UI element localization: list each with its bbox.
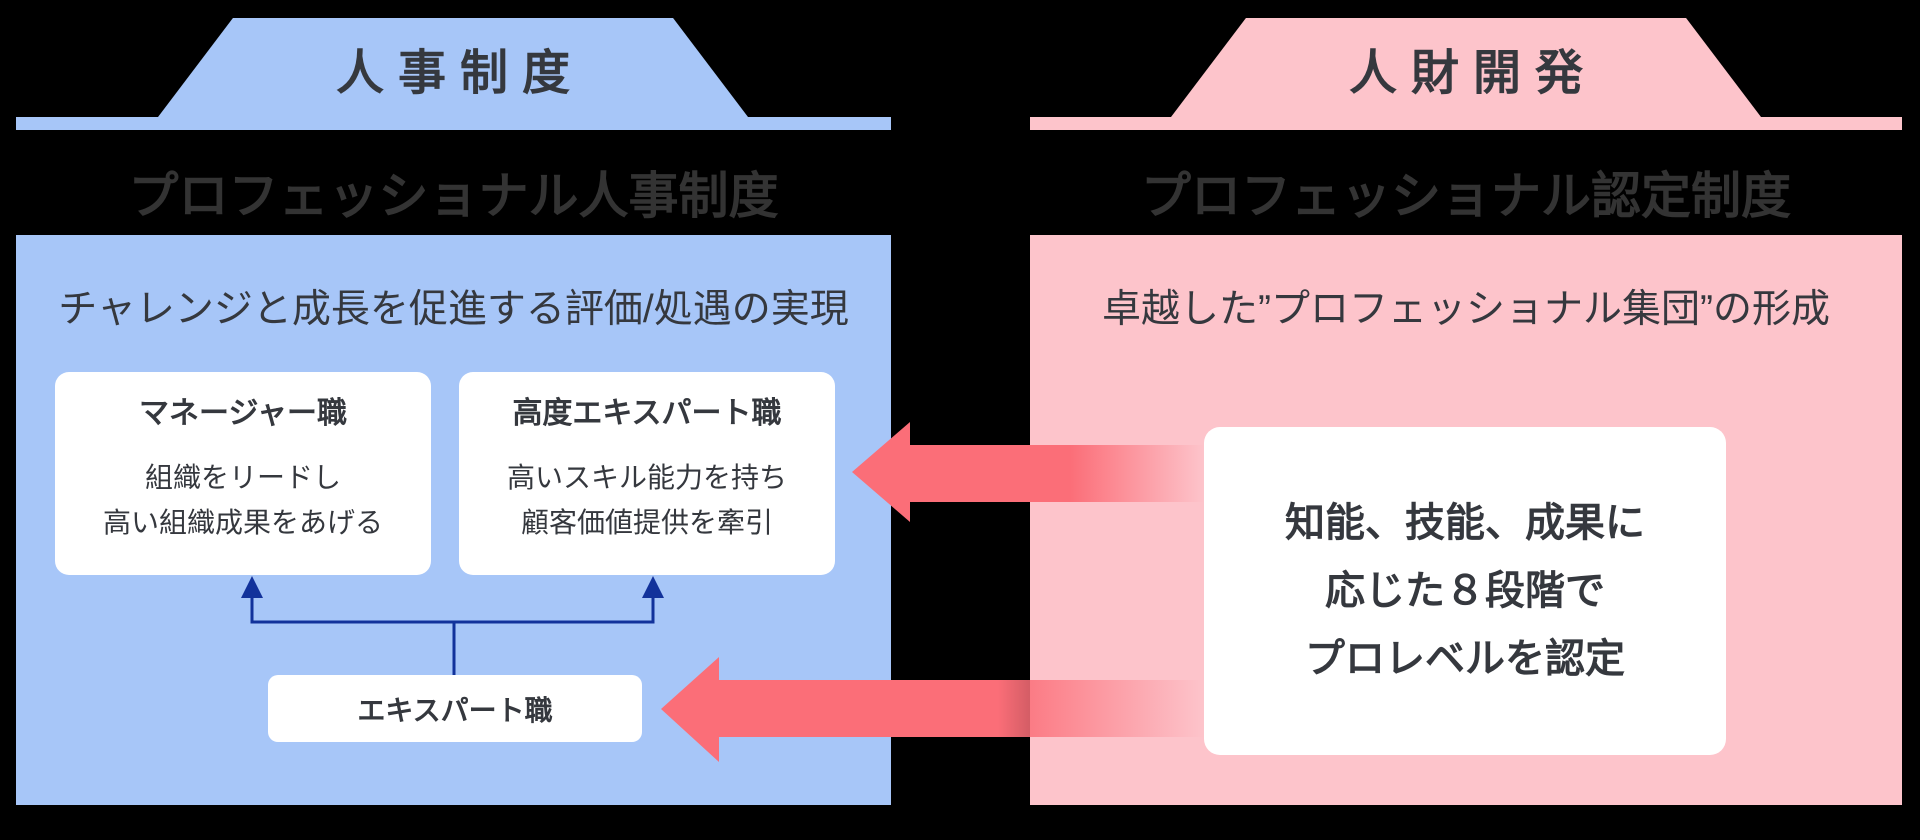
advanced-expert-role-line1: 高いスキル能力を持ち: [506, 462, 787, 493]
flow-arrow-upper-icon: [852, 422, 1204, 522]
certification-level-card: 知能、技能、成果に 応じた８段階で プロレベルを認定: [1204, 427, 1726, 755]
hr-system-heading: チャレンジと成長を促進する評価/処遇の実現: [58, 288, 849, 331]
manager-role-line1: 組織をリードし: [144, 462, 341, 493]
hr-development-bar: [1030, 117, 1902, 130]
certification-level-line3: プロレベルを認定: [1305, 637, 1625, 681]
manager-role-description: 組織をリードし 高い組織成果をあげる: [55, 455, 431, 545]
hr-system-tab-label: 人事制度: [335, 46, 584, 100]
expert-role-title: エキスパート職: [357, 694, 553, 726]
hr-development-tab-shape: 人財開発: [1171, 18, 1761, 117]
hr-system-bar: [16, 117, 891, 130]
hr-development-tab-label: 人財開発: [1348, 46, 1597, 100]
flow-arrow-lower-icon: [661, 657, 1204, 762]
promotion-connector-arrows-icon: [241, 576, 664, 678]
manager-role-title: マネージャー職: [139, 397, 347, 430]
manager-role-card: マネージャー職 組織をリードし 高い組織成果をあげる: [55, 372, 431, 575]
certification-system-title: プロフェッショナル認定制度: [1141, 168, 1791, 224]
advanced-expert-role-description: 高いスキル能力を持ち 顧客価値提供を牽引: [459, 455, 835, 545]
manager-role-line2: 高い組織成果をあげる: [102, 507, 383, 538]
advanced-expert-role-line2: 顧客価値提供を牽引: [520, 507, 773, 538]
certification-level-line2: 応じた８段階で: [1325, 569, 1605, 613]
hr-system-tab-shape: 人事制度: [158, 18, 748, 117]
hr-development-heading: 卓越した”プロフェッショナル集団”の形成: [1102, 288, 1830, 331]
hr-system-title: プロフェッショナル人事制度: [128, 168, 779, 224]
certification-level-line1: 知能、技能、成果に: [1285, 501, 1645, 545]
advanced-expert-role-card: 高度エキスパート職 高いスキル能力を持ち 顧客価値提供を牽引: [459, 372, 835, 575]
advanced-expert-role-title: 高度エキスパート職: [512, 397, 782, 430]
expert-role-card: エキスパート職: [268, 675, 642, 742]
